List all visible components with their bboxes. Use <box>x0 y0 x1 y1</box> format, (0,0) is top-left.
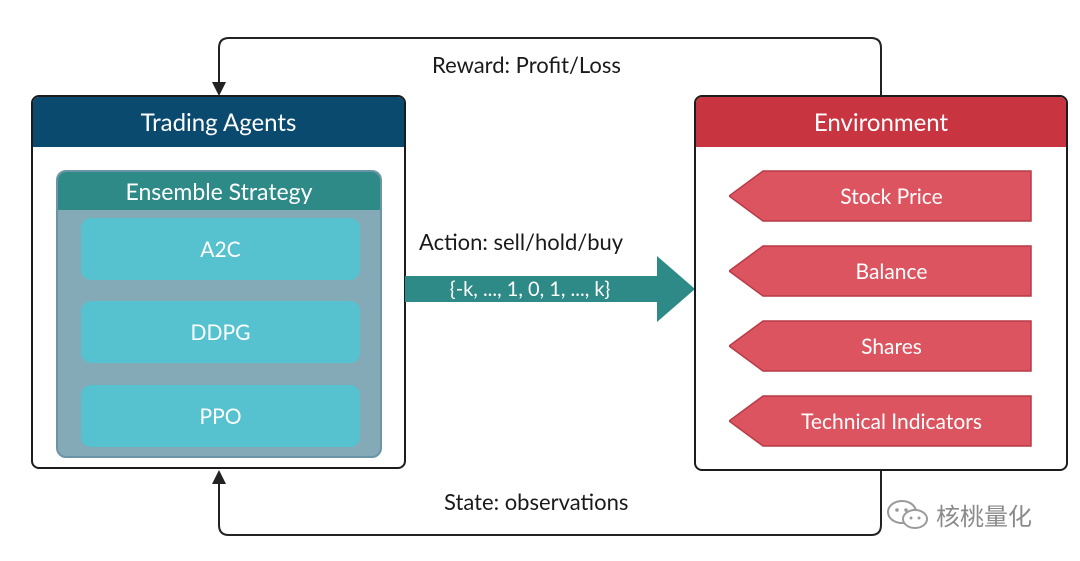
action-label: Action: sell/hold/buy <box>419 228 624 255</box>
wechat-icon <box>887 499 928 529</box>
env-item-label: Technical Indicators <box>801 408 982 434</box>
env-item-label: Shares <box>861 333 922 359</box>
reward-loop-line <box>218 37 882 95</box>
action-values: {-k, ..., 1, 0, 1, ..., k} <box>449 277 611 301</box>
algo-ppo: PPO <box>81 385 360 447</box>
state-label: State: observations <box>444 488 629 515</box>
environment-title: Environment <box>696 97 1066 147</box>
env-item-balance: Balance <box>729 245 1032 297</box>
env-item-label: Balance <box>855 258 928 284</box>
reward-label: Reward: Profit/Loss <box>432 51 621 78</box>
action-arrow <box>405 256 695 322</box>
watermark-text: 核桃量化 <box>936 502 1032 531</box>
env-item-stock-price: Stock Price <box>729 170 1032 222</box>
env-item-label: Stock Price <box>840 183 943 209</box>
algo-ddpg: DDPG <box>81 301 360 363</box>
watermark: 核桃量化 <box>886 497 1032 532</box>
env-item-shares: Shares <box>729 320 1032 372</box>
ensemble-strategy-title: Ensemble Strategy <box>58 172 380 210</box>
reward-arrowhead <box>212 82 226 96</box>
env-item-technical-indicators: Technical Indicators <box>729 395 1032 447</box>
algo-a2c: A2C <box>81 218 360 280</box>
trading-agents-title: Trading Agents <box>33 97 404 147</box>
state-arrowhead <box>212 470 226 484</box>
state-loop-line <box>218 471 882 536</box>
